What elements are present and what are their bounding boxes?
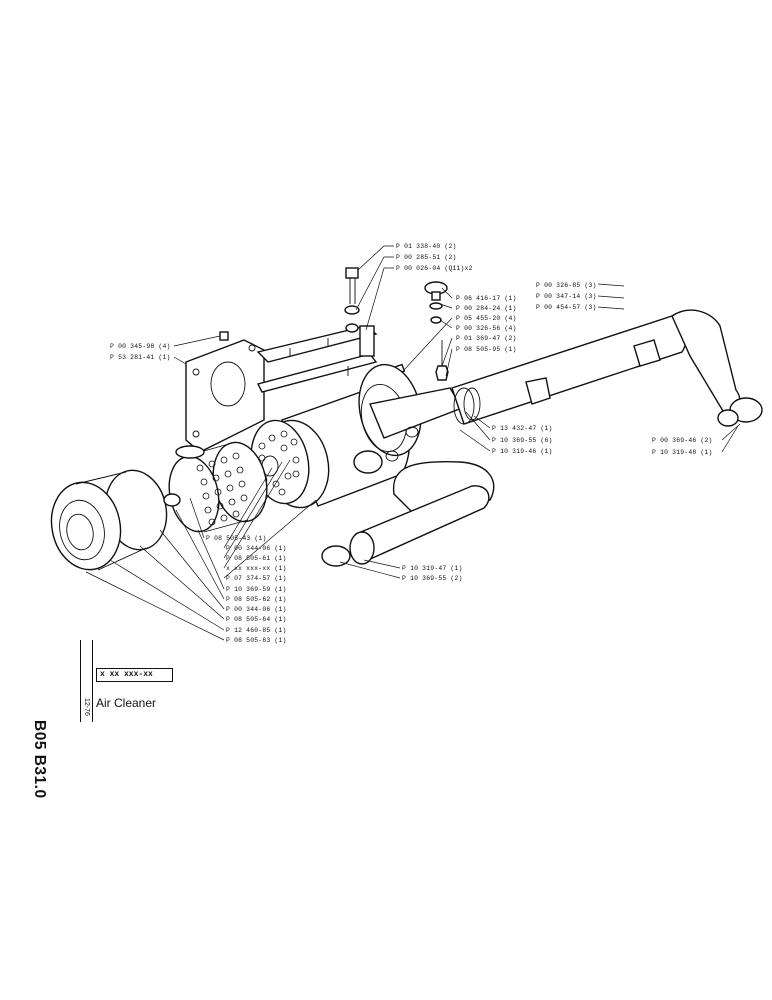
end-cover xyxy=(50,469,181,571)
flexible-hose xyxy=(321,460,495,567)
callout-label: P 01 338-40 (2) xyxy=(396,243,457,250)
callout-label: P 08 505-63 (1) xyxy=(226,637,287,644)
callout-label: P 10 369-59 (1) xyxy=(226,586,287,593)
title-block: B05 B31.0 12-76 x xx xxx-xx Air Cleaner xyxy=(31,640,173,799)
mounting-bracket xyxy=(185,325,378,453)
title-area: x xx xxx-xx Air Cleaner xyxy=(92,668,173,722)
safety-filter-perforated xyxy=(168,441,268,533)
drawing-title: Air Cleaner xyxy=(96,696,157,710)
callout-label: P 08 505-62 (1) xyxy=(226,596,287,603)
callout-label: P 10 369-55 (6) xyxy=(492,437,553,444)
callout-label: P 00 344-06 (1) xyxy=(226,606,287,613)
callout-label: P 00 454-57 (3) xyxy=(536,304,597,311)
callout-label: P 06 416-17 (1) xyxy=(456,295,517,302)
callout-label: P 00 284-24 (1) xyxy=(456,305,517,312)
callout-label: P 08 505-43 (1) xyxy=(206,535,267,542)
drawing-code-column: B05 B31.0 xyxy=(31,640,81,799)
callout-label: P 10 369-55 (2) xyxy=(402,575,463,582)
callout-label: P 00 369-46 (2) xyxy=(652,437,713,444)
callout-labels: P 01 338-40 (2) P 00 285-51 (2) P 00 026… xyxy=(110,243,713,644)
callout-label: P 00 285-51 (2) xyxy=(396,254,457,261)
callout-label: P 07 374-57 (1) xyxy=(226,575,287,582)
bolt-assembly xyxy=(344,267,360,333)
callout-label: P 00 026-04 (Q11)x2 xyxy=(396,265,473,272)
drawing-date: 12-76 xyxy=(83,698,90,716)
callout-label: x xx xxx-xx (1) xyxy=(226,565,287,572)
callout-label: P 01 369-47 (2) xyxy=(456,335,517,342)
date-column: 12-76 xyxy=(80,640,93,722)
intake-tube xyxy=(451,309,763,427)
callout-label: P 13 432-47 (1) xyxy=(492,425,553,432)
callout-label: P 10 319-46 (1) xyxy=(492,448,553,455)
callout-label: P 10 319-48 (1) xyxy=(652,449,713,456)
part-number-box: x xx xxx-xx xyxy=(96,668,173,682)
callout-label: P 05 455-20 (4) xyxy=(456,315,517,322)
drawing-code: B05 B31.0 xyxy=(31,720,48,799)
callout-label: P 08 505-95 (1) xyxy=(456,346,517,353)
callout-label: P 53 281-41 (1) xyxy=(110,354,171,361)
leader-lines xyxy=(85,245,741,641)
callout-label: P 00 345-98 (4) xyxy=(110,343,171,350)
callout-label: P 00 326-56 (4) xyxy=(456,325,517,332)
callout-label: P 12 460-85 (1) xyxy=(226,627,287,634)
callout-label: P 08 505-61 (1) xyxy=(226,555,287,562)
callout-label: P 08 505-64 (1) xyxy=(226,616,287,623)
callout-label: P 00 347-14 (3) xyxy=(536,293,597,300)
callout-label: P 10 319-47 (1) xyxy=(402,565,463,572)
callout-label: P 00 326-85 (3) xyxy=(536,282,597,289)
callout-label: P 00 344-06 (1) xyxy=(226,545,287,552)
